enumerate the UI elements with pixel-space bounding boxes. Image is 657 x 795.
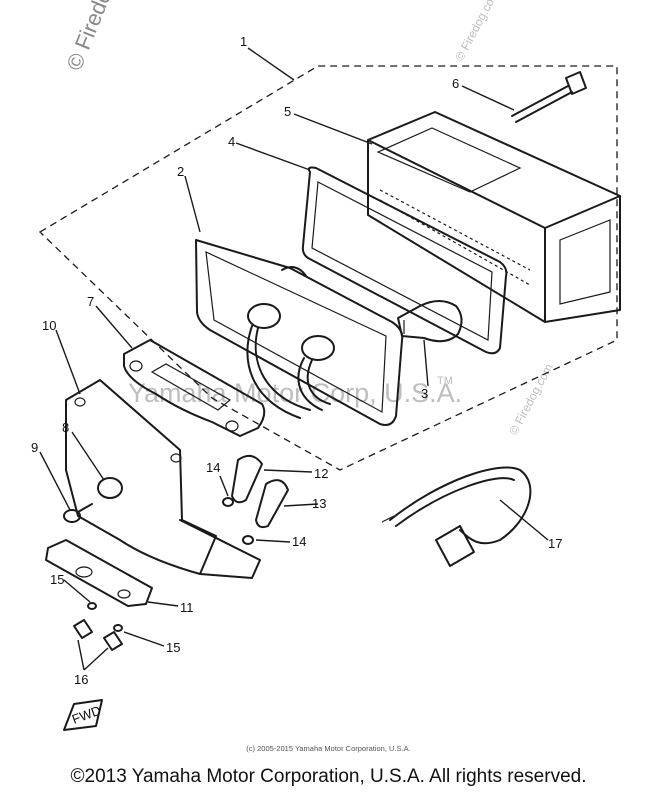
callout-14a: 14 <box>206 460 220 475</box>
watermark-center-mark: TM <box>437 375 453 387</box>
callout-12: 12 <box>314 466 328 481</box>
part-small-nuts <box>73 497 254 651</box>
callout-13: 13 <box>312 496 326 511</box>
callout-17: 17 <box>548 536 562 551</box>
part-bracket-plate <box>123 339 266 437</box>
callout-5: 5 <box>284 104 291 119</box>
part-gasket <box>301 166 508 355</box>
watermark-top-left: © Firedog <box>61 0 120 74</box>
callout-3: 3 <box>421 386 428 401</box>
part-plate-bracket <box>45 539 153 607</box>
watermark-center: Yamaha Motor Corp, U.S.A. <box>128 378 462 408</box>
callout-15b: 15 <box>166 640 180 655</box>
callout-1: 1 <box>240 34 247 49</box>
part-screw-long <box>511 71 587 123</box>
copyright-small-text: (c) 2005-2015 Yamaha Motor Corporation, … <box>246 744 411 753</box>
fwd-arrow-icon: FWD <box>63 699 103 731</box>
part-wire-harness <box>381 466 532 567</box>
part-mounting-bracket <box>65 379 261 579</box>
part-bulb <box>397 300 463 343</box>
callout-16: 16 <box>74 672 88 687</box>
watermark-diagonal-1: © Firedog.com <box>452 0 501 63</box>
fwd-label: FWD <box>70 703 103 727</box>
callout-4: 4 <box>228 134 235 149</box>
part-bulb-sockets <box>246 303 335 419</box>
callout-11: 11 <box>180 600 194 615</box>
callout-15a: 15 <box>50 572 64 587</box>
part-base-plate <box>195 239 404 426</box>
part-lens-housing <box>367 111 621 323</box>
callout-8: 8 <box>62 420 69 435</box>
copyright-footer: ©2013 Yamaha Motor Corporation, U.S.A. A… <box>70 766 587 787</box>
part-bolt <box>63 503 93 523</box>
leader-lines <box>39 47 549 671</box>
callout-10: 10 <box>42 318 56 333</box>
callout-7: 7 <box>87 294 94 309</box>
callout-14b: 14 <box>292 534 306 549</box>
assembly-outline-dashed <box>38 65 618 471</box>
part-posts <box>231 454 289 529</box>
callout-2: 2 <box>177 164 184 179</box>
callout-6: 6 <box>452 76 459 91</box>
part-gasket-inner <box>311 181 493 341</box>
callout-9: 9 <box>31 440 38 455</box>
callout-labels: 1 2 3 4 5 6 7 8 9 10 11 12 13 14 14 15 1… <box>31 34 562 687</box>
